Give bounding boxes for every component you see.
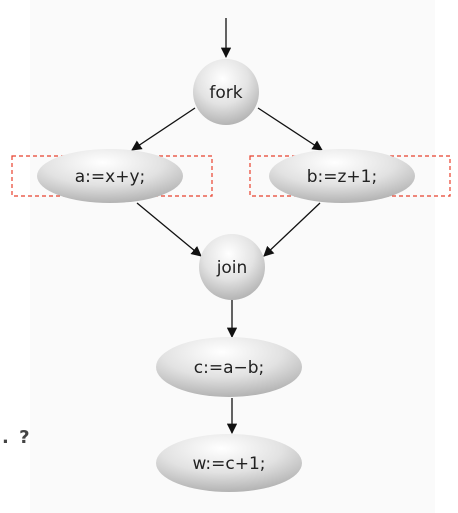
node-assign-w: w:=c+1; — [156, 434, 302, 492]
node-assign-c-label: c:=a−b; — [194, 358, 265, 378]
side-question-mark: . ? — [2, 427, 32, 448]
node-fork: fork — [193, 59, 259, 125]
node-join: join — [199, 234, 265, 300]
node-assign-b: b:=z+1; — [269, 149, 415, 203]
node-fork-label: fork — [209, 83, 242, 103]
edge-fork-to-b — [257, 107, 323, 151]
node-assign-a-label: a:=x+y; — [75, 167, 145, 187]
edge-b-to-join — [263, 202, 321, 257]
node-assign-a: a:=x+y; — [37, 149, 183, 203]
node-assign-b-label: b:=z+1; — [307, 167, 377, 187]
edge-fork-to-a — [131, 107, 196, 151]
node-assign-c: c:=a−b; — [156, 337, 302, 397]
edge-a-to-join — [136, 202, 202, 257]
node-assign-w-label: w:=c+1; — [192, 454, 265, 474]
node-join-label: join — [216, 258, 248, 278]
